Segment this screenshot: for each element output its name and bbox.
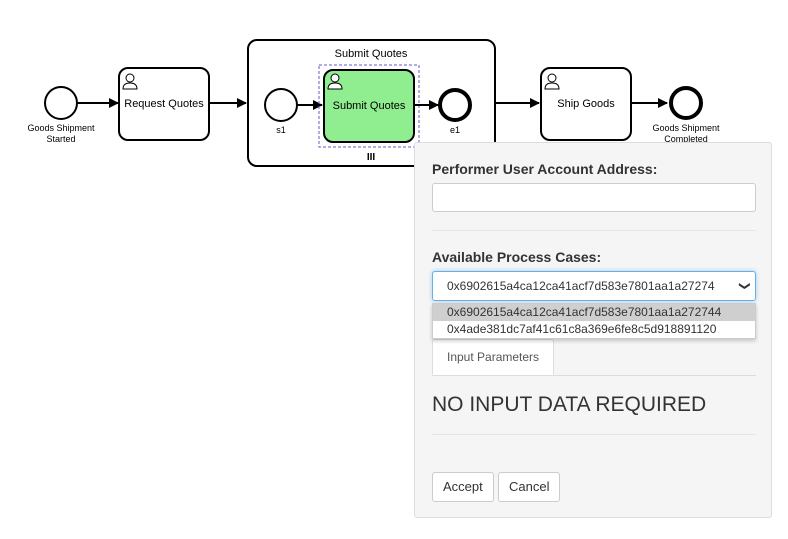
process-case-dropdown: 0x6902615a4ca12ca41acf7d583e7801aa1a2727…	[432, 303, 756, 339]
tab-input-parameters[interactable]: Input Parameters	[432, 339, 555, 375]
divider	[432, 230, 756, 231]
process-case-selected-value: 0x6902615a4ca12ca41acf7d583e7801aa1a2727…	[447, 279, 715, 293]
form-tabs: Input Parameters	[432, 339, 756, 376]
accept-button[interactable]: Accept	[432, 472, 494, 502]
process-case-select[interactable]: 0x6902615a4ca12ca41acf7d583e7801aa1a2727…	[432, 271, 756, 301]
process-case-option[interactable]: 0x6902615a4ca12ca41acf7d583e7801aa1a2727…	[433, 304, 755, 321]
divider	[432, 434, 756, 435]
task-request-quotes[interactable]: Request Quotes	[118, 67, 210, 141]
start-event-label-line2: Started	[46, 134, 75, 144]
no-input-message: NO INPUT DATA REQUIRED	[432, 393, 707, 416]
task-ship-goods[interactable]: Ship Goods	[540, 67, 632, 141]
task-submit-quotes-label: Submit Quotes	[333, 100, 406, 112]
performer-label: Performer User Account Address:	[432, 161, 658, 177]
task-submit-quotes[interactable]: Submit Quotes	[323, 69, 415, 143]
subprocess-start-label: s1	[276, 125, 286, 135]
multi-instance-marker-icon: III	[367, 152, 376, 163]
subprocess-end-event[interactable]	[438, 88, 472, 122]
end-event-label-line1: Goods Shipment	[652, 123, 720, 133]
task-form-panel: Performer User Account Address: Availabl…	[414, 142, 772, 518]
start-event-label-line1: Goods Shipment	[27, 123, 95, 133]
chevron-down-icon: ❯	[738, 281, 751, 291]
task-request-quotes-label: Request Quotes	[124, 98, 204, 110]
performer-address-input[interactable]	[432, 183, 756, 212]
process-cases-label: Available Process Cases:	[432, 249, 602, 265]
subprocess-title: Submit Quotes	[335, 48, 408, 60]
start-event[interactable]	[44, 86, 78, 120]
task-ship-goods-label: Ship Goods	[557, 98, 615, 110]
process-case-option[interactable]: 0x4ade381dc7af41c61c8a369e6fe8c5d9188911…	[447, 322, 717, 336]
end-event[interactable]	[669, 86, 703, 120]
subprocess-end-label: e1	[450, 125, 460, 135]
cancel-button[interactable]: Cancel	[498, 472, 561, 502]
end-event-label-line2: Completed	[664, 134, 708, 144]
subprocess-start-event[interactable]	[264, 88, 298, 122]
